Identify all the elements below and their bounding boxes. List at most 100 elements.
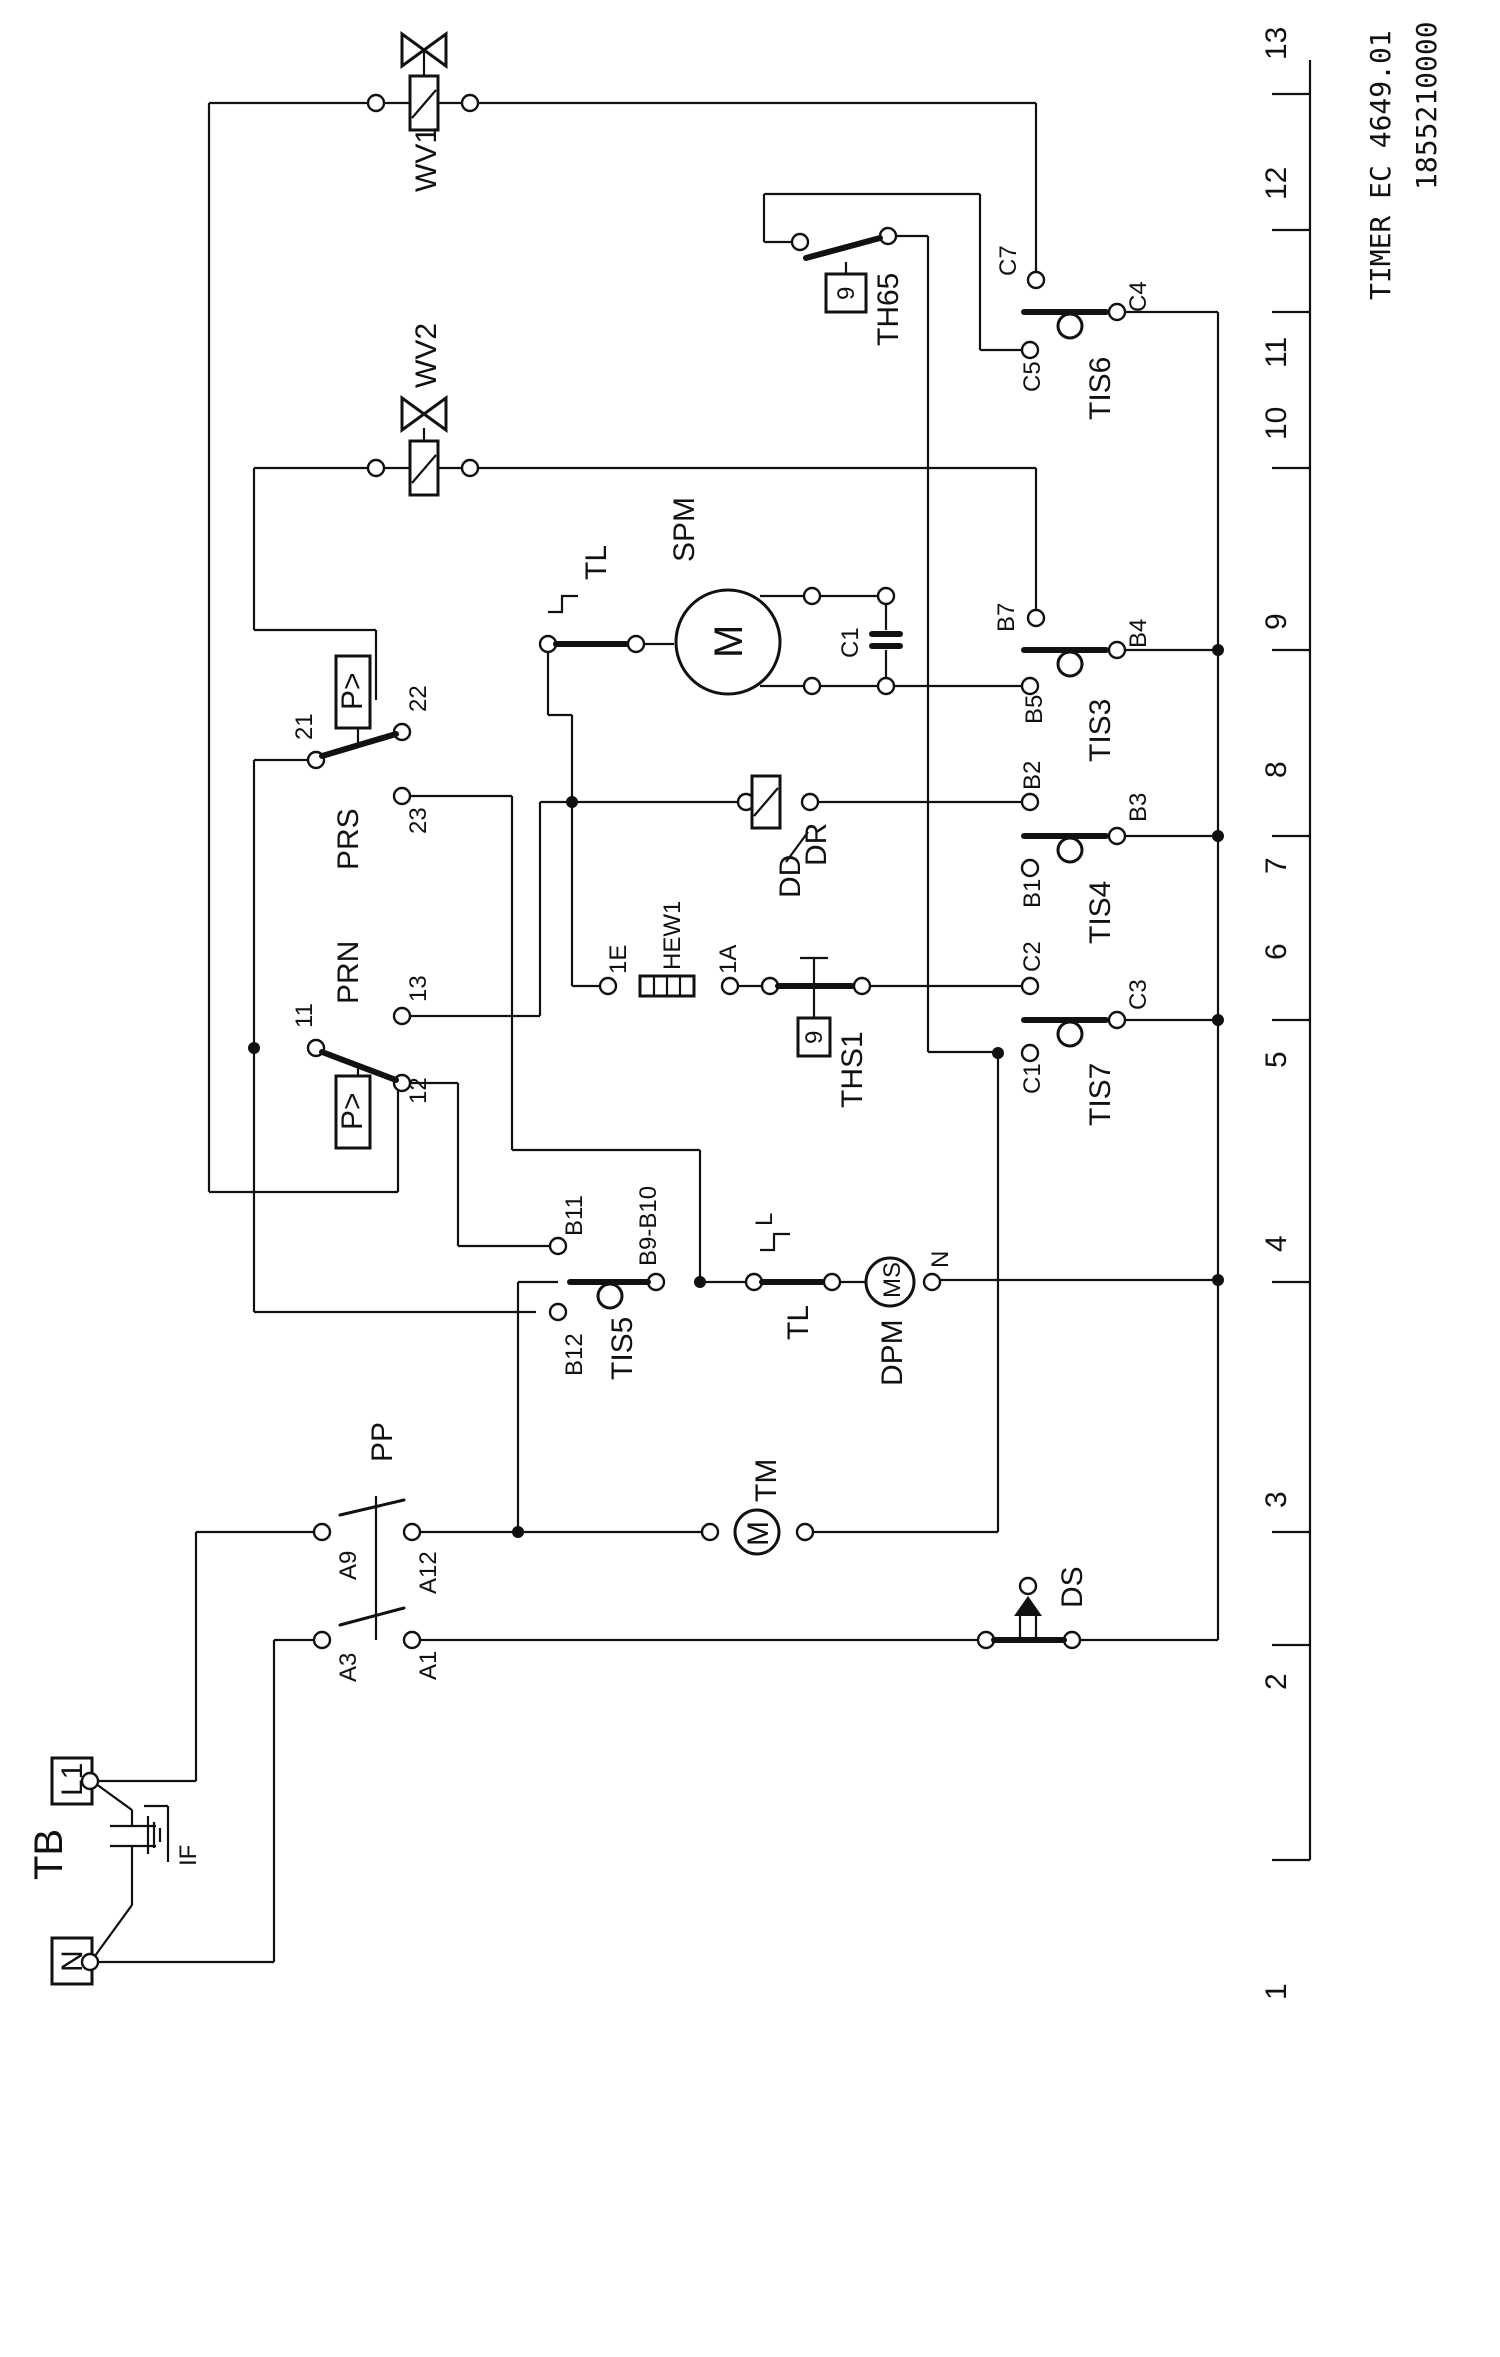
tis3-label: TIS3 xyxy=(1084,699,1117,762)
tl-lower-label: TL xyxy=(782,1305,815,1340)
ths1-symbol: 9 xyxy=(801,1031,828,1044)
dr-label: DR xyxy=(800,823,833,866)
prn-11-label: 11 xyxy=(291,1003,318,1028)
b3-label: B3 xyxy=(1125,793,1152,822)
a9-label: A9 xyxy=(335,1551,362,1580)
water-valve-wv2: WV2 xyxy=(366,323,480,497)
scale-8: 8 xyxy=(1260,761,1293,778)
pressure-switch-prn: P> PRN 11 12 13 xyxy=(291,941,432,1150)
wv1-label: WV1 xyxy=(410,127,443,192)
title-timer: TIMER EC 4649.01 xyxy=(1364,30,1397,300)
heater-hew1: 1E HEW1 1A xyxy=(598,901,742,998)
timer-switch-tis6: C7 C5 C4 TIS6 xyxy=(995,245,1152,420)
timer-switch-tis3: B7 B5 B4 TIS3 xyxy=(993,603,1152,762)
prs-22-label: 22 xyxy=(405,685,432,712)
timer-switch-tis5: B11 B9-B10 B12 TIS5 xyxy=(548,1186,666,1380)
b12-label: B12 xyxy=(561,1333,588,1376)
wv2-label: WV2 xyxy=(410,323,443,388)
c3-label: C3 xyxy=(1125,979,1152,1010)
c1-label: C1 xyxy=(1019,1063,1046,1094)
tm-label: TM xyxy=(750,1459,783,1502)
scale-9: 9 xyxy=(1260,613,1293,630)
spm-symbol: M xyxy=(707,625,751,658)
prn-p-symbol: P> xyxy=(336,1092,369,1130)
tm-symbol: M xyxy=(742,1521,775,1546)
tis7-label: TIS7 xyxy=(1084,1063,1117,1126)
prn-label: PRN xyxy=(332,941,365,1004)
scale-4: 4 xyxy=(1260,1235,1293,1252)
if-label: IF xyxy=(175,1845,202,1866)
hew1-label: HEW1 xyxy=(659,901,686,970)
c4-label: C4 xyxy=(1125,281,1152,312)
scale-6: 6 xyxy=(1260,943,1293,960)
capacitor-c1-label: C1 xyxy=(837,627,864,658)
scale-12: 12 xyxy=(1260,167,1293,200)
scale-5: 5 xyxy=(1260,1051,1293,1068)
scale-11: 11 xyxy=(1260,337,1293,368)
timer-switch-tis7: C2 C1 C3 TIS7 xyxy=(1019,941,1152,1126)
a3-label: A3 xyxy=(335,1653,362,1682)
detergent-dispenser-dd: DD DR xyxy=(736,774,833,898)
timer-motor-tm: M TM xyxy=(700,1459,815,1556)
wires xyxy=(90,101,1220,1964)
scale-7: 7 xyxy=(1260,857,1293,874)
c5-label: C5 xyxy=(1019,361,1046,392)
dpm-label: DPM xyxy=(876,1319,909,1386)
ths1-label: THS1 xyxy=(836,1031,869,1108)
thermostat-th65: 9 TH65 xyxy=(790,226,905,346)
tis6-label: TIS6 xyxy=(1084,357,1117,420)
a1-label: A1 xyxy=(415,1651,442,1680)
th65-label: TH65 xyxy=(872,273,905,346)
dd-label: DD xyxy=(774,855,807,898)
junctions xyxy=(248,644,1224,1538)
terminal-block-tb: L1 N TB IF xyxy=(27,1756,202,1986)
thermostat-ths1: 9 THS1 xyxy=(760,956,872,1108)
spray-motor-spm: M SPM C1 xyxy=(668,497,903,696)
tl-upper-label: TL xyxy=(580,545,613,580)
door-switch-ds: DS xyxy=(976,1566,1089,1650)
drain-pump-dpm: L TL MS DPM N xyxy=(744,1213,954,1386)
tis4-label: TIS4 xyxy=(1084,881,1117,944)
b7-label: B7 xyxy=(993,603,1020,632)
b4-label: B4 xyxy=(1125,619,1152,648)
b1-label: B1 xyxy=(1019,879,1046,908)
tl-pulse-label: L xyxy=(751,1213,778,1226)
prs-23-label: 23 xyxy=(405,807,432,834)
b5-label: B5 xyxy=(1021,695,1048,724)
scale-2: 2 xyxy=(1260,1673,1293,1690)
timer-switch-tis4: B2 B1 B3 TIS4 xyxy=(1019,761,1152,944)
ms-symbol: MS xyxy=(879,1262,906,1298)
b9b10-label: B9-B10 xyxy=(635,1186,662,1266)
b2-label: B2 xyxy=(1019,761,1046,790)
tb-n-label: N xyxy=(56,1950,89,1972)
hew1-1a-label: 1A xyxy=(715,945,742,974)
th65-symbol: 9 xyxy=(833,287,860,300)
scale-3: 3 xyxy=(1260,1491,1293,1508)
a12-label: A12 xyxy=(415,1551,442,1594)
scale-ruler xyxy=(1272,60,1312,1862)
scale-10: 10 xyxy=(1260,407,1293,440)
prn-12-label: 12 xyxy=(405,1077,432,1104)
thermal-limiter-tl-upper: TL xyxy=(538,545,646,654)
dpm-n-label: N xyxy=(927,1251,954,1268)
prn-13-label: 13 xyxy=(405,975,432,1002)
prs-21-label: 21 xyxy=(291,713,318,740)
pp-label: PP xyxy=(366,1422,399,1462)
prs-label: PRS xyxy=(332,808,365,870)
water-valve-wv1: WV1 xyxy=(366,31,480,192)
scale-13: 13 xyxy=(1260,27,1293,60)
tb-l1-label: L1 xyxy=(56,1763,89,1796)
c2-label: C2 xyxy=(1019,941,1046,972)
c7-label: C7 xyxy=(995,245,1022,276)
scale-1: 1 xyxy=(1260,1983,1293,2000)
b11-label: B11 xyxy=(561,1195,588,1236)
spm-label: SPM xyxy=(668,497,701,562)
prs-p-symbol: P> xyxy=(336,672,369,710)
scale-numbers: 1 2 3 4 5 6 7 8 9 10 11 12 13 xyxy=(1260,27,1293,2000)
ds-label: DS xyxy=(1056,1566,1089,1608)
tis5-label: TIS5 xyxy=(606,1317,639,1380)
pressure-switch-prs: P> PRS 21 22 23 xyxy=(291,654,432,870)
hew1-1e-label: 1E xyxy=(605,945,632,974)
title-code: 1855210000 xyxy=(1410,21,1443,190)
